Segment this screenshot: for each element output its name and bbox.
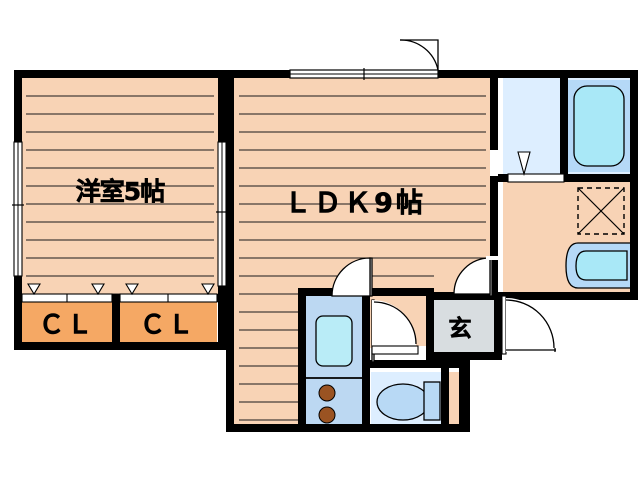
ldk-washroom-door[interactable]: [453, 256, 498, 297]
closet-left-door-marker-1: [27, 283, 41, 296]
wall-entrance-right: [494, 292, 502, 356]
toilet-door-threshold: [371, 345, 419, 355]
wall-bedroom-right-lower: [218, 286, 226, 350]
closet-left-sliding-doors[interactable]: [21, 283, 113, 303]
ldk-washroom-door-gap: [486, 256, 498, 260]
flooring-grain-lines: [26, 95, 486, 421]
ldk-floor-fill-lower: [234, 296, 300, 432]
washbasin-fixture: [575, 250, 628, 281]
balcony-sliding-window[interactable]: [289, 68, 439, 80]
kitchen-fixtures: [303, 315, 365, 424]
entrance-door-leaf: [501, 295, 507, 355]
closet-right-door-marker-2: [201, 283, 215, 296]
entrance-door-panel: [506, 298, 556, 352]
wall-ldk-right-upper: [490, 70, 498, 150]
toilet-door-swing: [373, 301, 417, 345]
wall-toilet-left: [362, 360, 370, 432]
wall-ldk-right-bottom: [434, 292, 498, 300]
kitchen-sink-fixture: [315, 315, 353, 367]
toilet-door[interactable]: [371, 299, 419, 363]
toilet-bowl: [376, 383, 430, 421]
closet-right-door-marker-1: [125, 283, 139, 296]
closet-right-sliding-doors[interactable]: [119, 283, 218, 303]
wall-ldk-bottom: [226, 424, 470, 432]
entrance-door-swing: [505, 299, 555, 349]
wall-bedroom-left-lower: [14, 276, 22, 350]
label-bedroom: 洋室5帖: [76, 177, 165, 206]
wall-bathtub-divider: [560, 78, 568, 174]
ldk-hall-door[interactable]: [331, 257, 373, 297]
ldk-washroom-door-swing: [453, 257, 491, 295]
wall-bedroom-right-upper: [218, 70, 226, 142]
wall-bedroom-top: [14, 70, 226, 78]
toilet-fixtures: [376, 381, 441, 421]
bathroom-door-panel: [507, 173, 565, 183]
label-closet-left: ＣＬ: [39, 310, 95, 339]
closet-right-fill: [120, 302, 217, 342]
bedroom-window[interactable]: [12, 141, 24, 277]
wall-bedroom-bottom: [14, 342, 226, 350]
balcony-door[interactable]: [399, 39, 439, 71]
ldk-hall-door-swing: [331, 257, 371, 297]
toilet-door-panel: [372, 300, 416, 348]
bathroom-fixtures: [568, 80, 630, 172]
washroom-fixtures: [565, 187, 634, 289]
wall-bedroom-left-upper: [14, 70, 22, 142]
entrance-floor-fill: [434, 300, 494, 352]
bathroom-door-marker: [517, 151, 531, 177]
wall-bath-washroom-divider: [498, 174, 638, 182]
washing-machine-x-2: [577, 187, 625, 235]
wall-bath-right: [630, 70, 638, 300]
wall-closet-divider: [112, 294, 120, 342]
label-closet-right: ＣＬ: [140, 310, 196, 339]
wall-ldk-right-lower: [490, 176, 498, 296]
washing-machine-space: [577, 187, 625, 235]
wall-kitchen-right: [362, 288, 370, 368]
bathroom-door[interactable]: [507, 151, 565, 183]
balcony-door-swing: [399, 39, 439, 71]
stove-burner-front: [318, 406, 336, 424]
bedroom-ldk-sliding-door[interactable]: [216, 141, 228, 287]
wall-toilet-top: [362, 360, 462, 368]
entrance-door[interactable]: [501, 295, 556, 355]
wall-hall-top: [368, 288, 434, 296]
wall-bath-top: [498, 70, 638, 78]
wall-entrance-left: [426, 292, 434, 356]
stove-burner-rear: [318, 384, 336, 402]
closet-left-fill: [22, 302, 112, 342]
label-ldk: ＬＤＫ9帖: [284, 188, 426, 219]
wall-washroom-bottom: [498, 292, 638, 300]
bedroom-floor-fill: [22, 78, 218, 300]
toilet-tank: [423, 381, 441, 421]
wall-kitchen-left: [298, 288, 306, 432]
label-entrance: 玄: [449, 315, 472, 342]
bathtub-fixture: [573, 85, 625, 167]
wall-toilet-right: [441, 360, 449, 432]
wall-toilet-outer-right: [459, 360, 470, 432]
closet-left-door-marker-2: [91, 283, 105, 296]
wall-entrance-bottom: [426, 352, 502, 360]
wall-ldk-left: [226, 70, 234, 432]
